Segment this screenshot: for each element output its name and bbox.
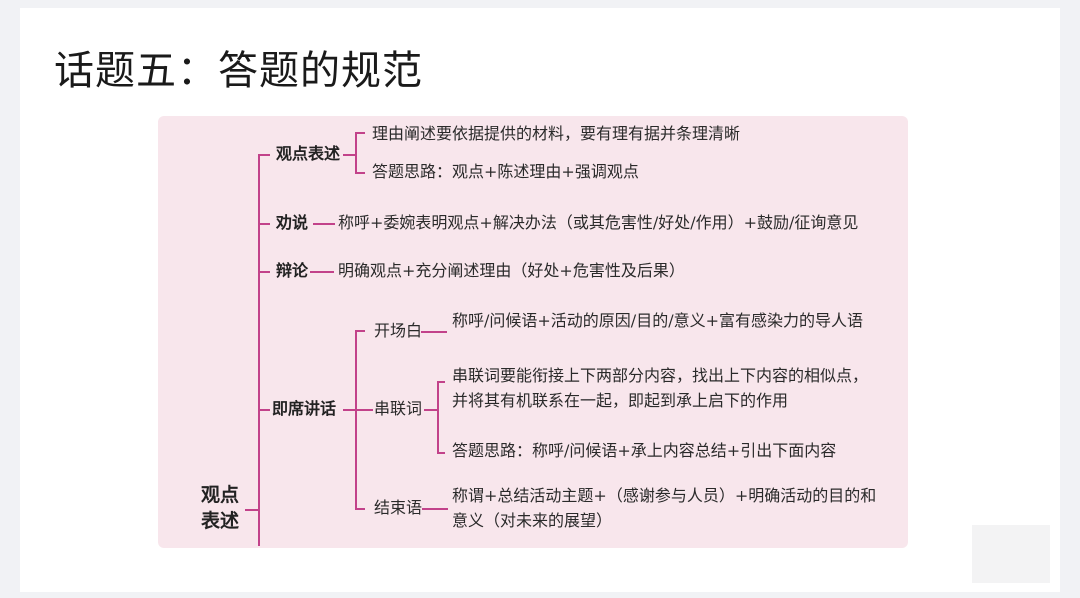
branch4-tick-c bbox=[355, 508, 365, 510]
root-connector bbox=[245, 509, 259, 511]
chuanlianci-bracket bbox=[437, 381, 439, 453]
placeholder-box bbox=[972, 525, 1050, 583]
chuanlianci-tick-a bbox=[437, 381, 445, 383]
branch1-item-2: 答题思路：观点+陈述理由+强调观点 bbox=[372, 162, 639, 181]
chuanlianci-item-1-line1: 串联词要能衔接上下两部分内容，找出上下内容的相似点， bbox=[452, 366, 869, 385]
jieshuyu-line2: 意义（对未来的展望） bbox=[452, 511, 613, 530]
root-label-line2: 表述 bbox=[200, 510, 239, 532]
branch1-tick-b bbox=[355, 172, 365, 174]
branch-label-jixi: 即席讲话 bbox=[272, 399, 337, 418]
branch4-tick-a bbox=[355, 330, 365, 332]
branch4-bracket bbox=[355, 330, 357, 510]
chuanlianci-item-1-line2: 并将其有机联系在一起，即起到承上启下的作用 bbox=[452, 391, 789, 410]
chuanlianci-connector bbox=[424, 409, 438, 411]
jieshuyu-connector bbox=[422, 508, 448, 510]
kaichangbai-text: 称呼/问候语+活动的原因/目的/意义+富有感染力的导人语 bbox=[452, 311, 863, 330]
root-label-line1: 观点 bbox=[200, 484, 239, 506]
branch1-connector bbox=[343, 154, 355, 156]
branch2-tick bbox=[258, 223, 270, 225]
branch2-connector bbox=[313, 223, 335, 225]
branch-label-bianlun: 辩论 bbox=[276, 261, 309, 280]
branch1-bracket bbox=[355, 132, 357, 174]
branch1-tick-a bbox=[355, 132, 365, 134]
branch3-text: 明确观点+充分阐述理由（好处+危害性及后果） bbox=[338, 261, 685, 280]
branch1-item-1: 理由阐述要依据提供的材料，要有理有据并条理清晰 bbox=[372, 124, 741, 143]
branch3-tick bbox=[258, 271, 270, 273]
branch1-tick bbox=[258, 154, 270, 156]
branch2-text: 称呼+委婉表明观点+解决办法（或其危害性/好处/作用）+鼓励/征询意见 bbox=[338, 213, 859, 232]
sub-label-jieshuyu: 结束语 bbox=[374, 498, 423, 517]
branch3-connector bbox=[310, 271, 334, 273]
jieshuyu-line1: 称谓+总结活动主题+（感谢参与人员）+明确活动的目的和 bbox=[452, 486, 877, 505]
branch-label-quanshuo: 劝说 bbox=[276, 213, 309, 232]
chuanlianci-tick-b bbox=[437, 452, 445, 454]
mind-map-panel bbox=[158, 116, 908, 548]
root-label: 观点 表述 bbox=[198, 482, 242, 534]
page-title: 话题五：答题的规范 bbox=[54, 48, 423, 94]
kaichangbai-connector bbox=[421, 331, 447, 333]
chuanlianci-item-2: 答题思路：称呼/问候语+承上内容总结+引出下面内容 bbox=[452, 441, 837, 460]
sub-label-kaichangbai: 开场白 bbox=[374, 321, 423, 340]
branch-label-guandian: 观点表述 bbox=[276, 144, 341, 163]
root-spine bbox=[258, 154, 260, 546]
branch4-tick bbox=[258, 409, 270, 411]
branch4-connector bbox=[343, 409, 373, 411]
sub-label-chuanlianci: 串联词 bbox=[374, 399, 423, 418]
